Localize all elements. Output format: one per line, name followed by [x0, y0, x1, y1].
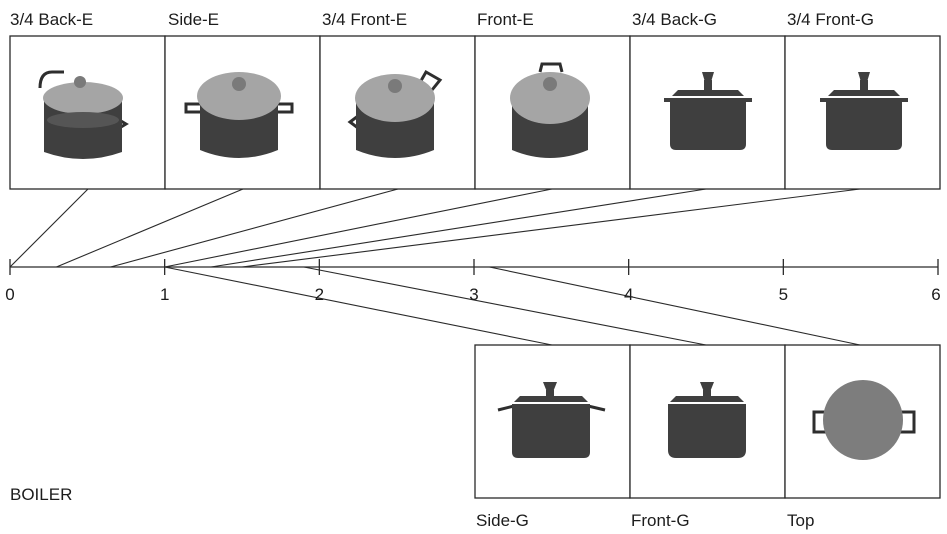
pot-image-side-e	[184, 72, 294, 158]
view-label-3-4-front-g: 3/4 Front-G	[787, 10, 874, 29]
view-label-3-4-front-e: 3/4 Front-E	[322, 10, 407, 29]
view-label-top: Top	[787, 511, 814, 530]
axis-tick-label-6: 6	[931, 285, 940, 304]
axis-tick-label-4: 4	[624, 285, 633, 304]
connector-line-top	[210, 188, 707, 268]
connector-lines	[9, 188, 861, 346]
axis-tick-label-1: 1	[160, 285, 169, 304]
view-label-side-g: Side-G	[476, 511, 529, 530]
view-label-front-g: Front-G	[631, 511, 690, 530]
connector-line-top	[241, 188, 861, 268]
object-label: BOILER	[10, 485, 72, 504]
pot-image-top	[812, 380, 916, 460]
view-label-front-e: Front-E	[477, 10, 534, 29]
connector-line-bottom	[489, 266, 861, 346]
view-label-side-e: Side-E	[168, 10, 219, 29]
axis-tick-label-3: 3	[469, 285, 478, 304]
connector-line-bottom	[164, 266, 553, 346]
connector-line-top	[110, 188, 399, 268]
axis-ticks	[9, 259, 939, 275]
view-label-3-4-back-e: 3/4 Back-E	[10, 10, 93, 29]
axis-tick-label-5: 5	[779, 285, 788, 304]
pot-image-3-4-back-g	[664, 72, 752, 150]
axis-tick-label-2: 2	[315, 285, 324, 304]
view-label-3-4-back-g: 3/4 Back-G	[632, 10, 717, 29]
pot-image-3-4-front-g	[820, 72, 908, 150]
pot-image-3-4-front-e	[347, 69, 443, 158]
connector-line-top	[164, 188, 553, 268]
connector-line-bottom	[303, 266, 707, 346]
axis-tick-label-0: 0	[5, 285, 14, 304]
connector-line-top	[56, 188, 244, 268]
pot-image-3-4-back-e	[38, 70, 129, 159]
view-frame-3-4-back-g	[629, 35, 786, 190]
connector-line-top	[9, 188, 89, 268]
pot-image-side-g	[497, 382, 606, 458]
pot-image-front-e	[510, 62, 590, 158]
pot-image-front-g	[668, 382, 746, 458]
